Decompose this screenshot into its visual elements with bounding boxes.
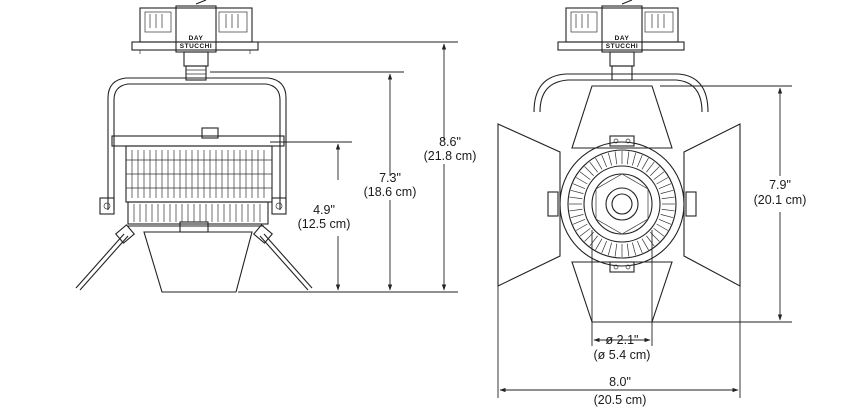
ring-rib bbox=[658, 218, 672, 225]
side-yoke-height-cm: (18.6 cm) bbox=[364, 185, 417, 199]
ring-rib bbox=[570, 214, 584, 219]
ring-rib bbox=[656, 177, 669, 185]
ring-rib bbox=[661, 196, 675, 200]
ring-rib bbox=[653, 171, 665, 180]
side-body-height-cm: (12.5 cm) bbox=[298, 217, 351, 231]
ring-rib bbox=[589, 161, 598, 173]
ring-rib bbox=[614, 243, 618, 257]
ring-rib bbox=[575, 223, 588, 231]
front-brand-logo: STUCCHI bbox=[606, 43, 638, 50]
ring-rib bbox=[570, 189, 584, 194]
front-barn-doors bbox=[497, 85, 741, 323]
ring-rib bbox=[584, 166, 594, 176]
ring-rib bbox=[579, 228, 591, 237]
ring-rib bbox=[650, 166, 660, 176]
ring-rib bbox=[632, 242, 637, 256]
ring-rib bbox=[636, 240, 643, 254]
front-yoke bbox=[533, 73, 709, 113]
ring-rib bbox=[641, 238, 649, 251]
side-body-height-in: 4.9" bbox=[313, 203, 335, 217]
front-width-cm: (20.5 cm) bbox=[594, 393, 647, 407]
ring-rib bbox=[569, 196, 583, 200]
front-dimensions: 7.9" (20.1 cm) ø 2.1" (ø 5.4 cm) 8.0" (2… bbox=[497, 85, 807, 407]
front-width-in: 8.0" bbox=[609, 375, 631, 389]
side-total-height-in: 8.6" bbox=[439, 135, 461, 149]
front-height-cm: (20.1 cm) bbox=[754, 193, 807, 207]
ring-rib bbox=[572, 218, 586, 225]
ring-rib bbox=[595, 238, 603, 251]
front-lens-diameter-in: ø 2.1" bbox=[606, 333, 639, 347]
side-yoke bbox=[99, 77, 287, 215]
ring-rib bbox=[641, 157, 649, 170]
side-view: DAY STUCCHI bbox=[75, 0, 477, 293]
front-height-in: 7.9" bbox=[769, 178, 791, 192]
front-brand-small: DAY bbox=[615, 35, 630, 42]
ring-rib bbox=[601, 154, 608, 168]
front-lens-assembly bbox=[547, 135, 697, 273]
ring-rib bbox=[632, 152, 637, 166]
ring-rib bbox=[575, 177, 588, 185]
ring-rib bbox=[572, 183, 586, 190]
side-body bbox=[111, 127, 285, 233]
ring-rib bbox=[656, 223, 669, 231]
side-brand-small: DAY bbox=[189, 35, 204, 42]
ring-rib bbox=[661, 208, 675, 212]
ring-rib bbox=[569, 208, 583, 212]
ring-rib bbox=[607, 242, 612, 256]
side-total-height-cm: (21.8 cm) bbox=[424, 149, 477, 163]
front-track-adapter: DAY STUCCHI bbox=[557, 0, 685, 81]
ring-rib bbox=[595, 157, 603, 170]
front-view: DAY STUCCHI bbox=[497, 0, 807, 407]
ring-rib bbox=[636, 154, 643, 168]
ring-rib bbox=[646, 161, 655, 173]
ring-rib bbox=[658, 183, 672, 190]
ring-rib bbox=[660, 214, 674, 219]
front-lens-diameter-cm: (ø 5.4 cm) bbox=[594, 348, 651, 362]
ring-rib bbox=[660, 189, 674, 194]
side-track-adapter: DAY STUCCHI bbox=[131, 0, 259, 81]
ring-rib bbox=[653, 228, 665, 237]
ring-rib bbox=[589, 235, 598, 247]
ring-rib bbox=[614, 151, 618, 165]
ring-rib bbox=[626, 151, 630, 165]
side-barn-doors bbox=[75, 224, 313, 293]
ring-rib bbox=[626, 243, 630, 257]
side-dimensions: 8.6" (21.8 cm) 7.3" (18.6 cm) 4.9" (12.5… bbox=[210, 41, 477, 293]
side-yoke-height-in: 7.3" bbox=[379, 171, 401, 185]
ring-rib bbox=[646, 235, 655, 247]
ring-rib bbox=[601, 240, 608, 254]
ring-rib bbox=[607, 152, 612, 166]
ring-rib bbox=[579, 171, 591, 180]
side-brand-logo: STUCCHI bbox=[180, 43, 212, 50]
